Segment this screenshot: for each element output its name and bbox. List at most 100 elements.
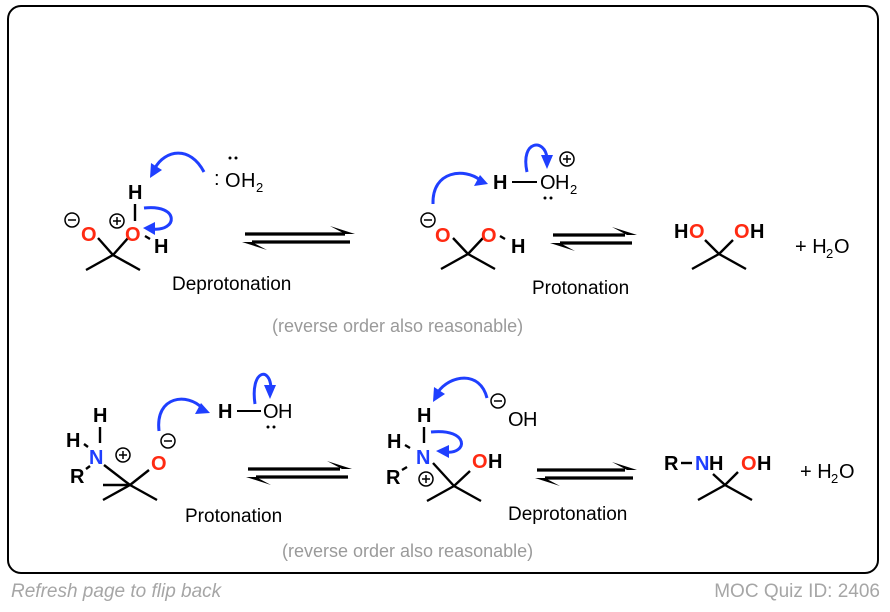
bond: [724, 471, 739, 486]
oxygen-atom: O: [472, 451, 488, 473]
hydrogen-atom: H: [387, 431, 401, 453]
subscript: 2: [570, 182, 577, 197]
oxygen-atom: O: [481, 225, 497, 247]
step-label-protonation: Protonation: [532, 278, 629, 299]
hydrogen-atom: H: [66, 430, 80, 452]
negative-charge-icon: [420, 212, 436, 228]
lone-pair: :: [214, 168, 220, 190]
bond: [112, 237, 129, 256]
r-group: R: [386, 467, 401, 489]
curved-arrow-icon: [252, 372, 276, 405]
oxygen-atom: O: [741, 453, 757, 475]
bond: [85, 253, 114, 272]
r-group: R: [664, 453, 679, 475]
quiz-id: MOC Quiz ID: 2406: [714, 581, 880, 602]
positive-charge-icon: [109, 213, 125, 229]
bond: [467, 252, 496, 271]
positive-charge-icon: [418, 471, 434, 487]
bond: [85, 465, 91, 470]
hydrogen-atom: H: [417, 405, 431, 427]
equilibrium-arrow-icon: [535, 462, 637, 486]
hydrogen-atom: H: [154, 236, 168, 258]
bond: [697, 483, 726, 502]
bond: [691, 252, 720, 271]
reverse-order-note: (reverse order also reasonable): [272, 316, 523, 336]
hydroxide-hydrogen: H: [523, 409, 537, 431]
water-reagent: : O H 2: [214, 156, 263, 195]
bond: [97, 237, 114, 256]
curved-arrow-icon: [143, 206, 173, 235]
hydrogen-atom: H: [750, 221, 764, 243]
curved-arrow-icon: [433, 376, 489, 402]
negative-charge-icon: [64, 212, 80, 228]
byproduct-water: + H 2 O: [800, 461, 855, 486]
plus-water: + H: [800, 461, 832, 483]
subscript: 2: [831, 471, 838, 486]
nitrogen-atom: N: [695, 453, 709, 475]
structure-2-1: N O H H R H O H: [66, 372, 292, 502]
hydronium-hydrogen: H: [555, 172, 569, 194]
bond: [129, 469, 150, 486]
water-oxygen: O: [263, 401, 279, 423]
scheme-2: N O H H R H O H: [66, 372, 855, 561]
hydrogen-atom: H: [757, 453, 771, 475]
structure-1-1: O O H H : O: [64, 151, 263, 272]
step-label-protonation: Protonation: [185, 506, 282, 527]
subscript: 2: [256, 180, 263, 195]
quiz-card[interactable]: [7, 5, 879, 574]
subscript: 2: [826, 246, 833, 261]
hydrogen-atom: H: [674, 221, 688, 243]
hydrogen-atom: H: [511, 236, 525, 258]
oxygen-atom: O: [734, 221, 750, 243]
bond: [129, 483, 158, 502]
product-gem-diol: H O O H: [674, 221, 764, 271]
refresh-hint: Refresh page to flip back: [11, 581, 222, 602]
bond: [499, 234, 506, 241]
plus-water: + H: [795, 236, 827, 258]
bond: [718, 239, 734, 255]
equilibrium-arrow-icon: [242, 226, 355, 250]
product-hemiaminal: R N H O H: [664, 453, 771, 502]
bond: [426, 484, 455, 503]
curved-arrow-icon: [430, 430, 463, 458]
bond: [144, 234, 151, 241]
curved-arrow-icon: [431, 171, 488, 205]
bond: [718, 252, 747, 271]
bond: [112, 253, 141, 272]
bond: [453, 484, 482, 503]
bond: [440, 252, 469, 271]
bond: [704, 239, 720, 255]
oxygen-atom: O: [125, 224, 141, 246]
hydrogen-atom: H: [709, 453, 723, 475]
byproduct-water: + H 2 O: [795, 236, 850, 261]
equilibrium-arrow-icon: [550, 227, 637, 251]
hydronium-oxygen: O: [540, 172, 556, 194]
oxygen-atom: O: [151, 453, 167, 475]
water-oxygen: O: [225, 170, 241, 192]
hydrogen-atom: H: [93, 405, 107, 427]
curved-arrow-icon: [150, 151, 206, 178]
bond: [467, 237, 484, 255]
positive-charge-icon: [115, 447, 131, 463]
hydrogen-atom: H: [218, 401, 232, 423]
bond: [83, 443, 89, 448]
bond: [102, 483, 131, 502]
bond: [103, 464, 131, 486]
oxygen-atom: O: [81, 224, 97, 246]
equilibrium-arrow-icon: [246, 461, 352, 485]
step-label-deprotonation: Deprotonation: [172, 274, 291, 295]
water-oxygen: O: [839, 461, 855, 483]
nitrogen-atom: N: [89, 447, 103, 469]
structure-2-2: N O H H H R O H: [386, 376, 537, 503]
negative-charge-icon: [490, 393, 506, 409]
water-hydrogen: H: [278, 401, 292, 423]
structure-1-2: O O H H O H 2: [420, 143, 577, 271]
hydrogen-atom: H: [488, 451, 502, 473]
oxygen-atom: O: [435, 225, 451, 247]
curved-arrow-icon: [524, 143, 553, 173]
scheme-1: O O H H : O: [64, 143, 850, 336]
positive-charge-icon: [559, 151, 575, 167]
nitrogen-atom: N: [416, 447, 430, 469]
bond: [401, 465, 408, 472]
